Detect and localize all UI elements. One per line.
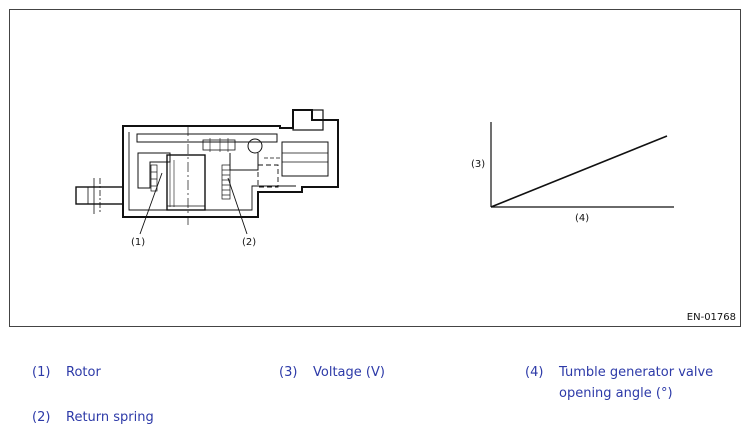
legend-number: (4)	[525, 365, 544, 380]
legend-text: Rotor	[66, 365, 101, 380]
callout-rotor: (1)	[131, 237, 145, 248]
graph-line	[490, 135, 668, 208]
sensor-shaft	[75, 186, 124, 205]
callout-voltage-axis: (3)	[471, 159, 485, 170]
legend-text: Voltage (V)	[313, 365, 385, 380]
legend-item-voltage: (3) Voltage (V)	[279, 362, 385, 383]
legend-number: (1)	[32, 365, 51, 380]
callout-spring: (2)	[242, 237, 256, 248]
diagram-frame: (1) (2) (3) (4) EN-01768	[9, 9, 741, 327]
sensor-housing	[122, 109, 339, 218]
return-spring	[221, 164, 231, 200]
legend-item-rotor: (1) Rotor	[32, 362, 101, 383]
sensor-cross-section	[75, 109, 339, 235]
callout-angle-axis: (4)	[575, 213, 589, 224]
figure-code: EN-01768	[686, 312, 736, 323]
characteristic-graph: (3) (4)	[471, 122, 674, 224]
legend-item-opening-angle: (4) Tumble generator valve opening angle …	[525, 362, 729, 404]
legend-item-return-spring: (2) Return spring	[32, 407, 154, 428]
rotor-leader-line	[139, 172, 163, 235]
legend-text: Return spring	[66, 410, 154, 425]
sensor-connector	[292, 109, 324, 131]
spring-leader-line	[227, 177, 248, 235]
rotor	[166, 154, 206, 211]
diagram-canvas: (1) (2) (3) (4)	[75, 109, 674, 248]
legend-number: (3)	[279, 365, 298, 380]
legend-number: (2)	[32, 410, 51, 425]
legend-text: Tumble generator valve opening angle (°)	[559, 365, 714, 401]
